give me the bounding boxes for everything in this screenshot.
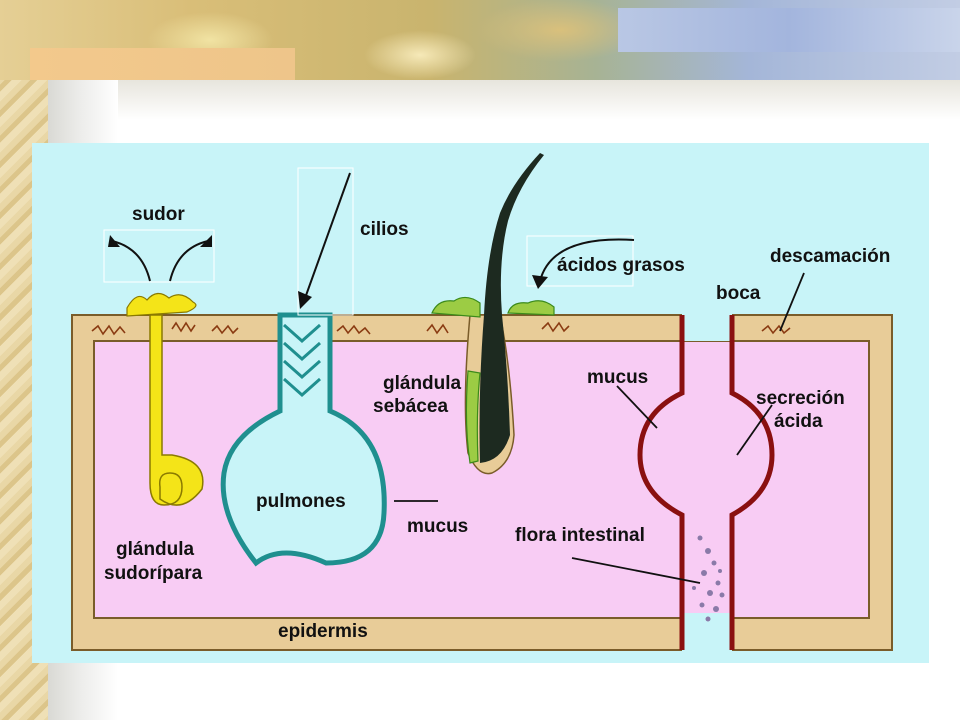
decorative-banner-block [618,8,960,52]
arrow-head [532,275,548,289]
label-epidermis: epidermis [278,621,368,642]
sudor-box [103,229,215,283]
digestive-tube [637,315,775,650]
label-flora-intestinal: flora intestinal [515,525,645,546]
decorative-banner-fade [48,80,960,120]
skin-flakes [91,321,791,336]
hair-follicle [431,153,555,475]
label-secrecion-line1: secreción [756,388,845,409]
label-sudor: sudor [132,204,185,225]
label-mucus-lung: mucus [407,516,468,537]
body-barriers-diagram: sudor cilios ácidos grasos descamación b… [32,143,929,663]
acidos-pointer [539,238,635,282]
label-pointers [394,272,805,584]
label-secrecion-line2: ácida [774,411,823,432]
cilios-box [297,167,354,316]
decorative-banner-block [30,48,295,80]
intestinal-bacteria [692,535,725,622]
acidos-box [526,235,634,287]
cilios-pointer [303,172,351,302]
label-acidos-grasos: ácidos grasos [557,255,685,276]
label-boca: boca [716,283,761,304]
sweat-gland [126,292,204,506]
label-glandula-sebacea-line2: sebácea [373,396,448,417]
label-pulmones: pulmones [256,491,346,512]
arrow-head [298,291,312,309]
label-cilios: cilios [360,219,409,240]
label-mucus-gut: mucus [587,367,648,388]
lungs [220,312,387,567]
label-glandula-sebacea-line1: glándula [383,373,462,394]
mouth-opening [682,311,732,341]
label-glandula-sudoripara-line2: sudorípara [104,563,203,584]
arrow-head [108,235,120,247]
arrow-head [200,235,212,247]
label-descamacion: descamación [770,246,890,267]
label-glandula-sudoripara-line1: glándula [116,539,195,560]
sudor-arrows [111,240,209,282]
